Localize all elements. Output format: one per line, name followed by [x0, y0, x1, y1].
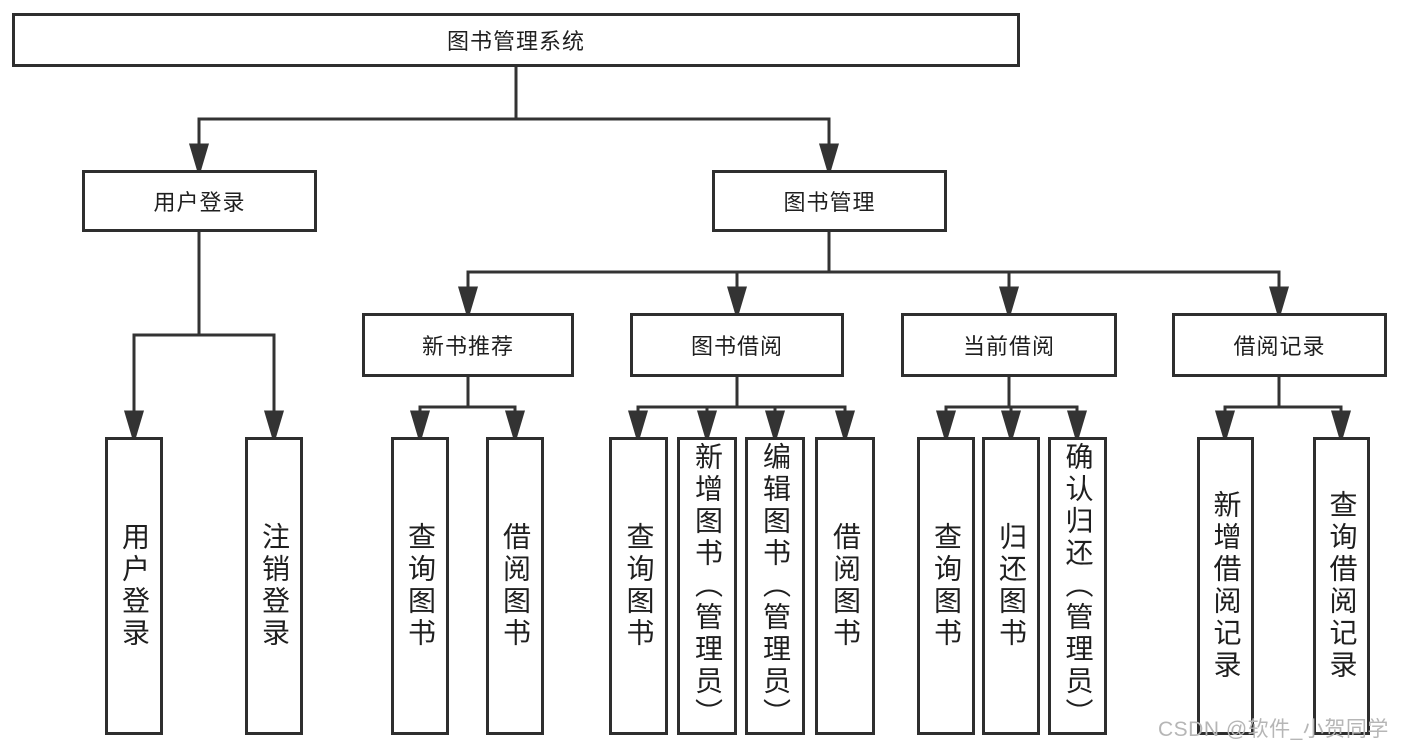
leaf-query-books-recommend: 查询图书 [391, 437, 449, 735]
leaf-query-borrow-record: 查询借阅记录 [1313, 437, 1370, 735]
leaf-confirm-return-admin: 确认归还（管理员） [1048, 437, 1107, 735]
node-label: 图书借阅 [690, 334, 783, 359]
leaf-user-login: 用户登录 [105, 437, 163, 735]
leaf-label: 借阅图书 [830, 522, 861, 650]
leaf-query-books-current: 查询图书 [917, 437, 975, 735]
node-label: 当前借阅 [962, 334, 1055, 359]
node-book-management-system: 图书管理系统 [12, 13, 1020, 67]
leaf-label: 编辑图书（管理员） [760, 442, 791, 730]
node-label: 借阅记录 [1233, 334, 1326, 359]
leaf-return-book: 归还图书 [982, 437, 1040, 735]
leaf-label: 借阅图书 [500, 522, 531, 650]
leaf-label: 查询图书 [931, 522, 962, 650]
node-book-management: 图书管理 [712, 170, 947, 232]
leaf-label: 新增图书（管理员） [692, 442, 723, 730]
node-new-book-recommend: 新书推荐 [362, 313, 574, 377]
leaf-logout: 注销登录 [245, 437, 303, 735]
leaf-label: 确认归还（管理员） [1062, 442, 1094, 730]
leaf-label: 查询图书 [623, 522, 655, 650]
leaf-borrow-books-recommend: 借阅图书 [486, 437, 544, 735]
csdn-watermark: CSDN @软件_小贺同学 [1158, 718, 1389, 741]
leaf-label: 新增借阅记录 [1210, 490, 1242, 682]
leaf-label: 查询图书 [405, 522, 436, 650]
leaf-add-book-admin: 新增图书（管理员） [677, 437, 737, 735]
leaf-label: 归还图书 [996, 522, 1027, 650]
node-borrowing-records: 借阅记录 [1172, 313, 1387, 377]
node-label: 新书推荐 [421, 334, 514, 359]
leaf-edit-book-admin: 编辑图书（管理员） [745, 437, 805, 735]
leaf-label: 用户登录 [119, 522, 150, 650]
node-book-borrowing: 图书借阅 [630, 313, 844, 377]
node-label: 图书管理系统 [446, 29, 585, 54]
leaf-label: 注销登录 [259, 522, 290, 650]
leaf-query-books-borrowing: 查询图书 [609, 437, 668, 735]
node-label: 用户登录 [153, 190, 246, 215]
leaf-add-borrow-record: 新增借阅记录 [1197, 437, 1254, 735]
leaf-label: 查询借阅记录 [1326, 490, 1358, 682]
node-user-login: 用户登录 [82, 170, 317, 232]
node-label: 图书管理 [783, 190, 876, 215]
node-current-borrowing: 当前借阅 [901, 313, 1117, 377]
leaf-borrow-books-borrowing: 借阅图书 [815, 437, 875, 735]
